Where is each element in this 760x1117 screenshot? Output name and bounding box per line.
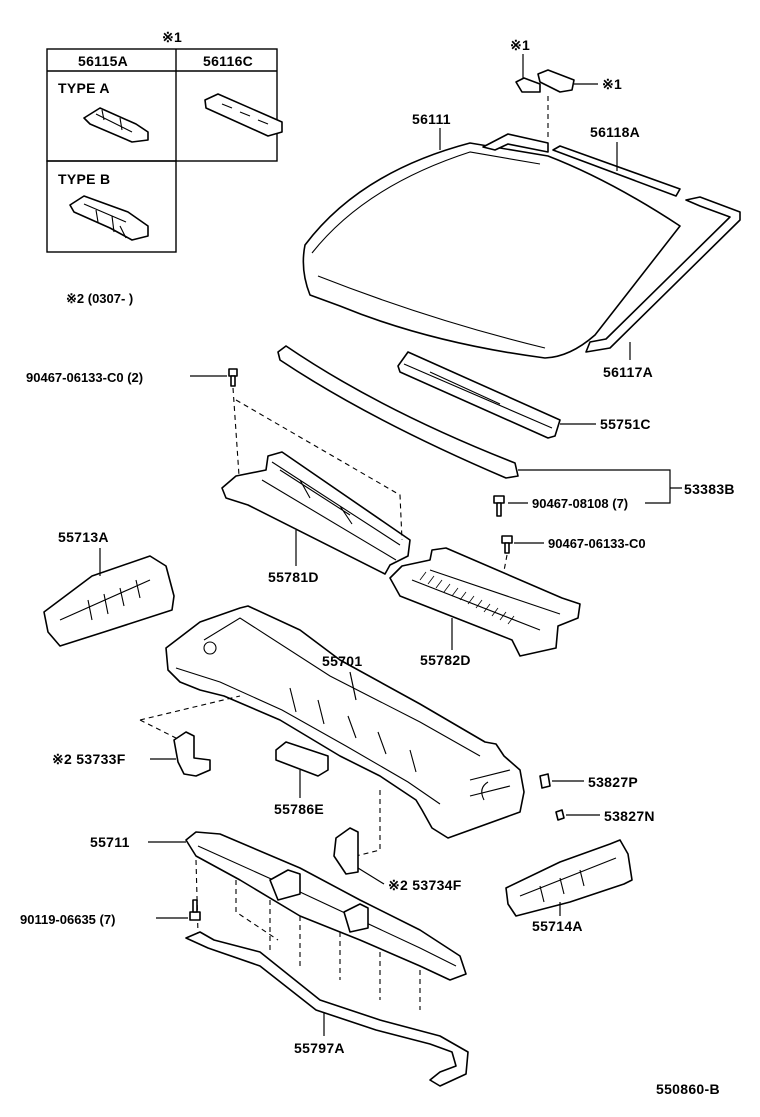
bolt-left xyxy=(228,368,238,387)
label-55782d: 55782D xyxy=(420,652,471,668)
bolt-mid xyxy=(493,495,505,517)
label-56117a: 56117A xyxy=(603,364,653,380)
cowl-panel-55701 xyxy=(165,605,525,839)
label-53733f: ※2 53733F xyxy=(52,751,126,767)
plug-53827p xyxy=(539,773,551,789)
bolt-right xyxy=(501,535,513,554)
clip-56115a xyxy=(515,77,541,93)
label-55786e: 55786E xyxy=(274,801,324,817)
bracket-53733f xyxy=(173,731,211,777)
clip-56116c xyxy=(537,69,575,93)
cowl-louver-55781d xyxy=(221,451,411,575)
note-2-date: ※2 (0307- ) xyxy=(66,291,133,306)
label-bolt-bottom: 90119-06635 (7) xyxy=(20,912,115,927)
side-panel-55713a xyxy=(43,555,175,647)
label-56118a: 56118A xyxy=(590,124,640,140)
diagram-id: 550860-B xyxy=(656,1081,720,1097)
label-bolt-left: 90467-06133-C0 (2) xyxy=(26,370,143,385)
legend-type-a: TYPE A xyxy=(58,80,110,96)
reinforcement-55797a xyxy=(185,931,469,1087)
label-53827p: 53827P xyxy=(588,774,638,790)
bracket-53734f xyxy=(333,827,359,875)
label-53383b: 53383B xyxy=(684,481,735,497)
cowl-seal-55751c xyxy=(397,351,561,439)
plug-53827n xyxy=(555,809,565,821)
label-55714a: 55714A xyxy=(532,918,583,934)
hood-weatherstrip xyxy=(277,345,519,479)
legend-col-56115a: 56115A xyxy=(78,53,128,69)
label-55751c: 55751C xyxy=(600,416,651,432)
label-53734f: ※2 53734F xyxy=(388,877,462,893)
frame-55711 xyxy=(185,831,467,981)
legend-col-56116c: 56116C xyxy=(203,53,253,69)
label-55701: 55701 xyxy=(322,653,362,669)
label-55713a: 55713A xyxy=(58,529,109,545)
label-55781d: 55781D xyxy=(268,569,319,585)
label-55711: 55711 xyxy=(90,834,130,850)
legend-type-b: TYPE B xyxy=(58,171,110,187)
legend-table: ※1 56115A 56116C TYPE A TYPE B xyxy=(46,29,283,253)
label-bolt-right: 90467-06133-C0 xyxy=(548,536,646,551)
side-panel-55714a xyxy=(505,839,633,917)
legend-note: ※1 xyxy=(162,29,182,45)
label-bolt-mid: 90467-08108 (7) xyxy=(532,496,628,511)
label-56111: 56111 xyxy=(412,111,451,127)
label-53827n: 53827N xyxy=(604,808,655,824)
label-55797a: 55797A xyxy=(294,1040,345,1056)
bolt-bottom xyxy=(189,899,201,921)
label-star1-top: ※1 xyxy=(510,37,530,53)
windshield-glass xyxy=(302,142,681,359)
pad-55786e xyxy=(275,741,329,777)
cowl-louver-55782d xyxy=(389,547,581,657)
label-star1-right: ※1 xyxy=(602,76,622,92)
